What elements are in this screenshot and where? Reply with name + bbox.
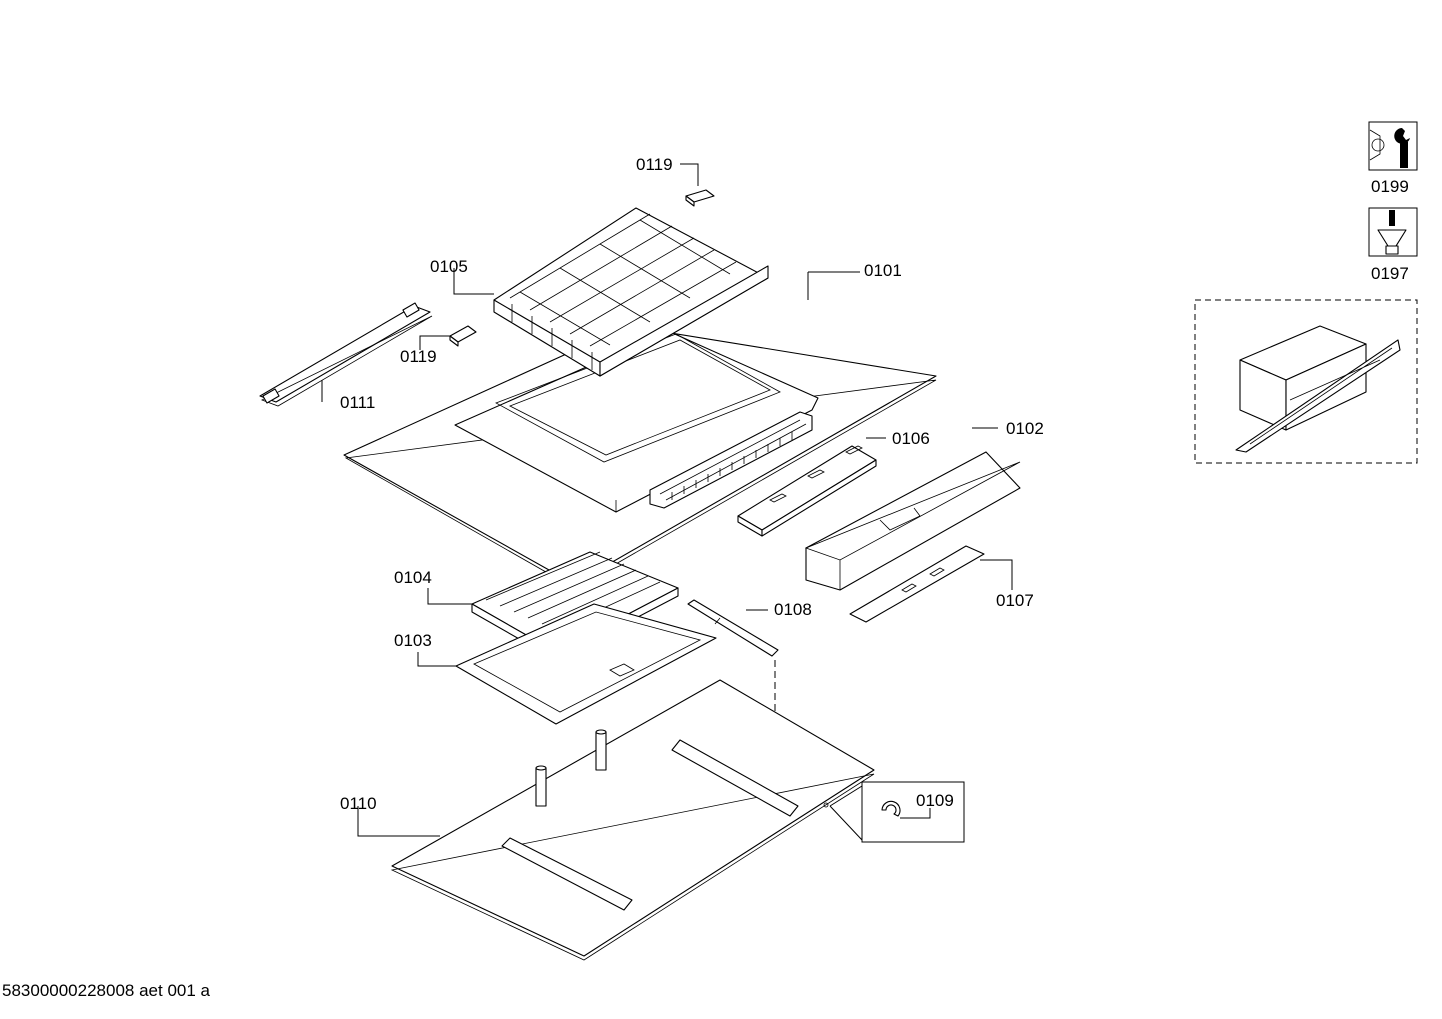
- part-0107-strip[interactable]: [849, 545, 985, 623]
- label-0108: 0108: [774, 600, 812, 619]
- label-0105: 0105: [430, 257, 468, 276]
- part-0110-base-plate[interactable]: [390, 679, 875, 961]
- part-0119-clip-small[interactable]: [449, 325, 477, 347]
- part-0111-rail[interactable]: [259, 302, 433, 407]
- label-0197: 0197: [1371, 264, 1409, 283]
- label-0101: 0101: [864, 261, 902, 280]
- label-0119-small: 0119: [400, 347, 437, 366]
- part-0103-frame[interactable]: [455, 603, 717, 725]
- leader-lines: [321, 163, 1013, 837]
- part-0105-grate[interactable]: [493, 207, 769, 377]
- screw-icon: [1368, 207, 1418, 257]
- label-0110: 0110: [340, 794, 377, 813]
- label-0104: 0104: [394, 568, 432, 587]
- part-0119-clip-top[interactable]: [685, 189, 715, 207]
- part-0109-clip-detail[interactable]: [823, 781, 965, 843]
- part-0106-bracket[interactable]: [737, 445, 877, 537]
- inset-detail: [1194, 299, 1418, 464]
- label-0106: 0106: [892, 429, 930, 448]
- label-0103: 0103: [394, 631, 432, 650]
- part-0101-top-plate[interactable]: [343, 325, 937, 589]
- drawing-id: 58300000228008 aet 001 a: [2, 981, 210, 1000]
- wrench-icon: [1368, 121, 1418, 171]
- label-0199: 0199: [1371, 177, 1409, 196]
- label-0107: 0107: [996, 591, 1034, 610]
- label-0119-top: 0119: [636, 155, 673, 174]
- label-0102: 0102: [1006, 419, 1044, 438]
- label-0111: 0111: [340, 393, 375, 412]
- label-0109: 0109: [916, 791, 954, 810]
- part-0102-duct[interactable]: [804, 451, 1021, 591]
